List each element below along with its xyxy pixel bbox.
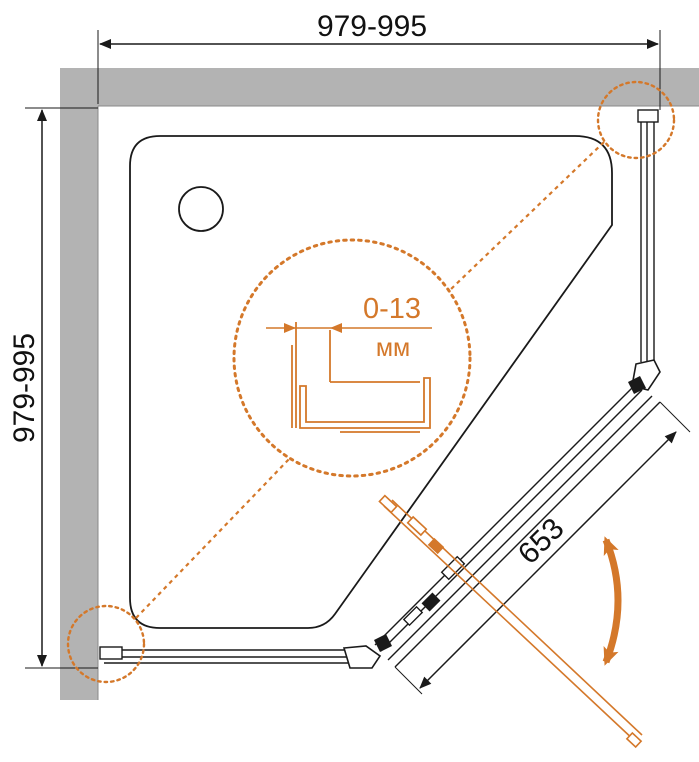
gap-unit-label: мм [376,334,410,362]
left-dimension-label: 979-995 [8,333,41,443]
drain-icon [178,186,224,232]
top-dimension-label: 979-995 [317,10,427,43]
corner-detail-circle-bottom [66,604,146,684]
gap-value-label: 0-13 [363,293,421,325]
right-fixed-panel [637,109,659,370]
corner-connector-top [628,359,661,394]
bottom-fixed-panel [99,646,358,664]
top-wall [60,68,699,106]
corner-connector-bottom [342,634,392,669]
left-dimension: 979-995 [8,107,98,669]
callout-leader-bottom [135,455,293,619]
top-dimension: 979-995 [97,10,661,110]
left-wall [60,68,98,700]
swing-arrow-icon [602,536,622,666]
open-door [378,494,643,749]
adjustment-detail-circle [232,238,472,478]
corner-detail-circle-top [596,80,676,160]
callout-leader-top [449,141,605,291]
door-dimension-label: 653 [512,512,571,571]
gap-dimension: 0-13 мм [266,293,432,362]
adjustment-detail-profile [291,322,431,433]
